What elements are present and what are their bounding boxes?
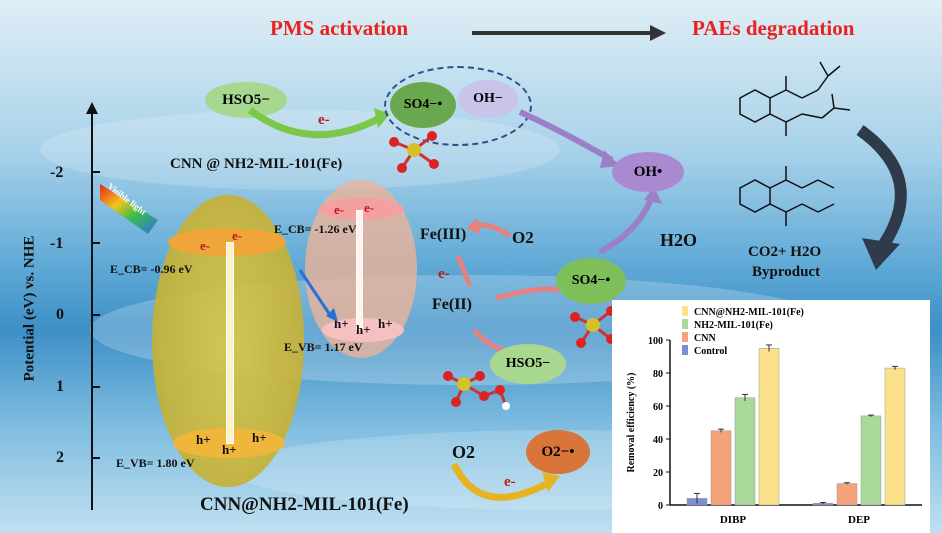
electron-top-label: e- xyxy=(318,112,330,128)
hole-symbol: h+ xyxy=(356,322,371,337)
mil-excitation-arrow xyxy=(356,210,363,330)
legend-swatch xyxy=(682,345,688,355)
legend-swatch xyxy=(682,306,688,316)
bar xyxy=(758,348,780,506)
mil-valence-band xyxy=(322,318,404,342)
products-line1: CO2+ H2O xyxy=(748,244,822,260)
y-tick-label: 0 xyxy=(658,501,663,512)
y-tick-label: 100 xyxy=(648,336,663,347)
o2-bottom-label: O2 xyxy=(452,442,476,462)
legend-swatch xyxy=(682,332,688,342)
yellow-arrow-icon xyxy=(450,462,560,501)
sulfate-molecule-icon xyxy=(389,131,439,173)
electron-symbol: e- xyxy=(334,202,345,217)
hole-symbol: h+ xyxy=(222,442,237,457)
legend-label: CNN@NH2-MIL-101(Fe) xyxy=(694,307,804,318)
o2-mid-label: O2 xyxy=(512,228,534,247)
electron-symbol: e- xyxy=(200,238,211,253)
peroxymonosulfate-molecule-icon xyxy=(443,371,510,410)
hole-symbol: h+ xyxy=(334,316,349,331)
composite-label-top: CNN @ NH2-MIL-101(Fe) xyxy=(170,156,343,172)
electron-symbol: e- xyxy=(364,200,375,215)
paes-molecules-icon xyxy=(739,61,851,226)
y-tick-label: 60 xyxy=(653,402,663,413)
bar xyxy=(710,430,732,506)
potential-axis xyxy=(86,102,100,510)
hole-symbol: h+ xyxy=(378,316,393,331)
x-category-label: DEP xyxy=(848,514,870,526)
legend-swatch xyxy=(682,319,688,329)
superoxide-oval: O2−• xyxy=(526,430,590,474)
bar xyxy=(836,483,858,506)
arrow-right-icon xyxy=(472,25,666,41)
axis-tick-label: -1 xyxy=(50,235,64,252)
visible-light-icon xyxy=(100,184,158,234)
mil-conduction-band xyxy=(318,198,404,220)
radical-pair-dashed-ellipse xyxy=(384,66,532,146)
legend-label: Control xyxy=(694,346,727,357)
y-tick-label: 40 xyxy=(653,435,663,446)
hole-symbol: h+ xyxy=(196,432,211,447)
cnn-evb-label: E_VB= 1.80 eV xyxy=(116,456,195,470)
pms-activation-title: PMS activation xyxy=(270,16,409,40)
oh-radical-oval: OH• xyxy=(612,152,684,192)
fe3-label: Fe(III) xyxy=(420,226,467,243)
h2o-label: H2O xyxy=(660,230,698,250)
legend-label: NH2-MIL-101(Fe) xyxy=(694,320,773,331)
axis-tick-label: 1 xyxy=(56,378,64,395)
axis-tick-label: -2 xyxy=(50,164,64,181)
oh-minus-oval: OH− xyxy=(458,80,518,118)
bar xyxy=(860,415,882,506)
y-axis-title: Removal efficiency (%) xyxy=(626,373,637,473)
mil-evb-label: E_VB= 1.17 eV xyxy=(284,340,363,354)
x-category-label: DIBP xyxy=(720,514,747,526)
composite-label-bottom: CNN@NH2-MIL-101(Fe) xyxy=(200,494,409,515)
so4-top-oval: SO4−• xyxy=(390,82,456,128)
cnn-excitation-arrow xyxy=(226,242,234,444)
degradation-arrow-icon xyxy=(856,125,907,270)
hole-symbol: h+ xyxy=(252,430,267,445)
legend-label: CNN xyxy=(694,333,716,344)
paes-degradation-title: PAEs degradation xyxy=(692,16,855,40)
axis-tick-label: 0 xyxy=(56,306,64,323)
cnn-ecb-label: E_CB= -0.96 eV xyxy=(110,262,193,276)
so4-mid-oval: SO4−• xyxy=(556,258,626,304)
bar xyxy=(734,397,756,506)
bar xyxy=(884,367,906,506)
electron-mid-label: e- xyxy=(438,266,450,282)
electron-symbol: e- xyxy=(232,228,243,243)
axis-tick-label: 2 xyxy=(56,449,64,466)
hso5-mid-oval: HSO5− xyxy=(490,344,566,384)
hso5-top-oval: HSO5− xyxy=(205,82,287,118)
fe2-label: Fe(II) xyxy=(432,296,472,313)
mil-ecb-label: E_CB= -1.26 eV xyxy=(274,222,357,236)
y-tick-label: 80 xyxy=(653,369,663,380)
electron-bottom-label: e- xyxy=(504,474,516,490)
y-tick-label: 20 xyxy=(653,468,663,479)
products-line2: Byproduct xyxy=(752,264,821,280)
